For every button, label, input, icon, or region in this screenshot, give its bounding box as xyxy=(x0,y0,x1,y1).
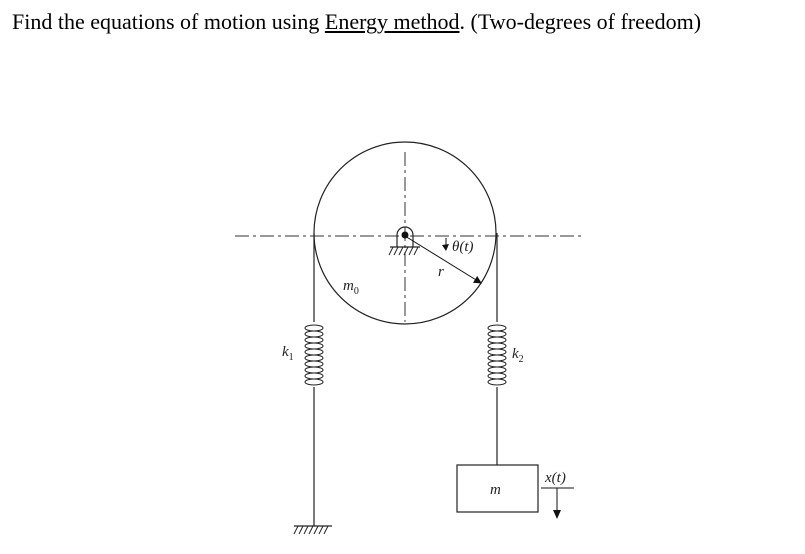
label-k2: k2 xyxy=(512,346,524,365)
spring-k1 xyxy=(304,324,324,386)
theta-arrow xyxy=(442,238,449,251)
radius-arrow xyxy=(404,235,482,284)
question-prefix: Find the equations of motion using xyxy=(12,9,325,34)
label-k1: k1 xyxy=(282,344,294,363)
label-r: r xyxy=(438,264,444,280)
displacement-arrow xyxy=(541,487,574,519)
question-method: Energy method xyxy=(324,9,460,34)
spring-k2 xyxy=(487,324,507,386)
mass-block xyxy=(456,464,539,513)
question-text: Find the equations of motion using Energ… xyxy=(12,8,701,36)
question-suffix: . (Two-degrees of freedom) xyxy=(459,9,702,34)
label-x: x(t) xyxy=(544,470,566,486)
label-theta: θ(t) xyxy=(452,239,474,255)
label-m0: m0 xyxy=(343,278,359,297)
label-m: m xyxy=(490,482,501,498)
ground-support xyxy=(293,525,332,535)
